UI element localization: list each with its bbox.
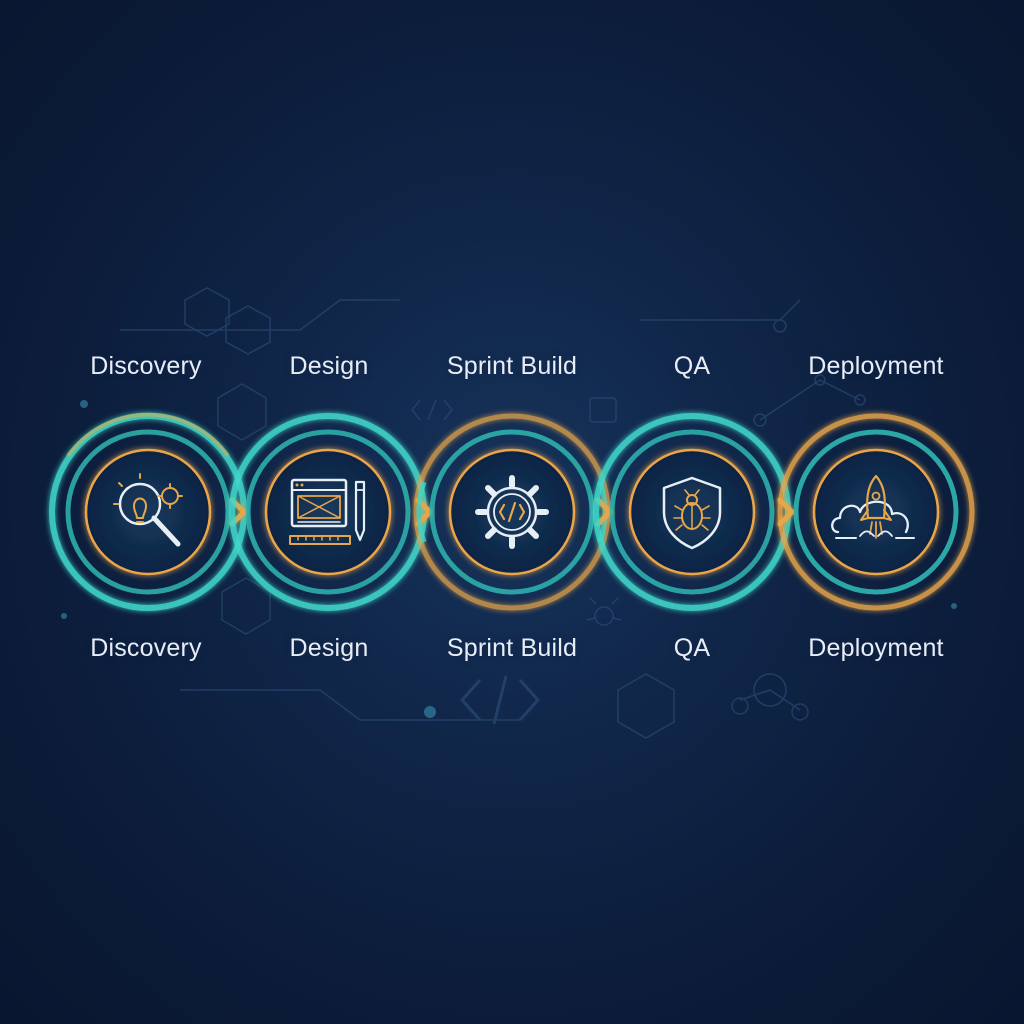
stage-label-bottom-sprint-build: Sprint Build	[446, 634, 578, 662]
stage-design	[229, 413, 427, 611]
stage-label-top-deployment: Deployment	[808, 352, 944, 380]
stage-qa	[593, 413, 791, 611]
stage-label-bottom-discovery: Discovery	[90, 634, 202, 662]
stage-label-bottom-qa: QA	[673, 634, 711, 662]
stage-deployment	[777, 413, 975, 611]
stage-label-top-discovery: Discovery	[90, 352, 202, 380]
stage-label-top-design: Design	[289, 352, 369, 380]
lightbulb-magnifier-gear-icon	[113, 473, 183, 547]
rocket-cloud-icon	[831, 474, 915, 539]
wireframe-pencil-icon	[289, 478, 366, 545]
stage-label-bottom-design: Design	[289, 634, 369, 662]
stage-discovery	[49, 412, 247, 611]
bug-shield-icon	[662, 476, 722, 550]
chevron-right-icon	[229, 497, 247, 527]
chevron-right-icon	[777, 497, 795, 527]
code-gear-icon	[475, 475, 549, 549]
stage-sprint-build	[413, 413, 611, 611]
stage-label-bottom-deployment: Deployment	[808, 634, 944, 662]
stage-label-top-sprint-build: Sprint Build	[446, 352, 578, 380]
stage-label-top-qa: QA	[673, 352, 711, 380]
